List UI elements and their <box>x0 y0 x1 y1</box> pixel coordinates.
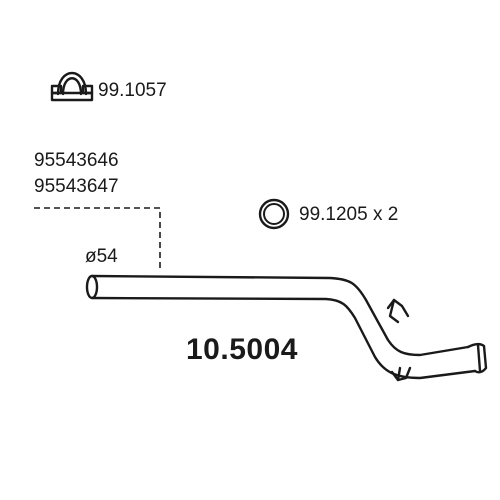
pipe-part-number: 10.5004 <box>186 333 298 366</box>
gasket-part-number: 99.1205 x 2 <box>299 204 399 225</box>
clamp-part-number: 99.1057 <box>98 80 167 101</box>
oem-number-1: 95543646 <box>34 150 119 171</box>
pipe-diameter: ø54 <box>85 246 118 267</box>
oem-number-2: 95543647 <box>34 176 119 197</box>
